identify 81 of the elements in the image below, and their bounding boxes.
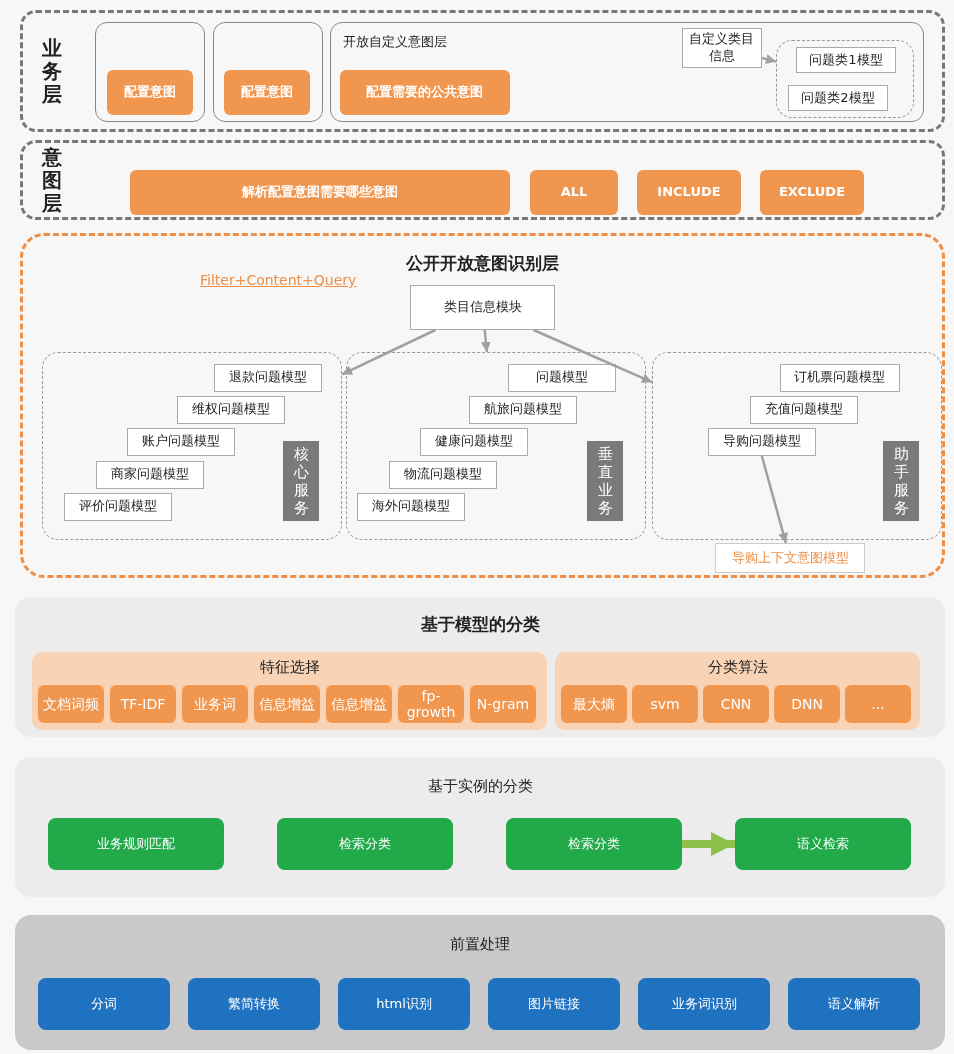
arrow [760, 455, 788, 544]
process-box: 健康问题模型 [419, 427, 528, 456]
process-box: N-gram [470, 685, 536, 723]
arrow [341, 328, 436, 376]
group-box [346, 352, 646, 540]
process-box: 账户问题模型 [126, 427, 235, 456]
layer-title: 意图层 [41, 145, 63, 215]
group-panel [555, 652, 920, 730]
process-box: CNN [703, 685, 769, 723]
process-box: 解析配置意图需要哪些意图 [130, 170, 510, 215]
process-box: 航旅问题模型 [468, 395, 577, 424]
process-box: INCLUDE [637, 170, 741, 215]
process-box: 导购问题模型 [707, 427, 816, 456]
process-box: 配置需要的公共意图 [339, 69, 510, 115]
process-box: 检索分类 [506, 818, 682, 870]
group-box [95, 22, 205, 122]
group-box [652, 352, 942, 540]
process-box: 业务规则匹配 [48, 818, 224, 870]
arrow [761, 54, 777, 64]
layer-band [20, 10, 945, 132]
process-box: 自定义类目信息 [681, 27, 762, 68]
group-title: 特征选择 [258, 658, 321, 677]
process-box: 信息增益 [254, 685, 320, 723]
process-box: 订机票问题模型 [779, 363, 900, 392]
group-box [213, 22, 323, 122]
layer-band [15, 915, 945, 1050]
category-tag: 核心服务 [283, 441, 319, 521]
group-title: 基于模型的分类 [419, 613, 541, 636]
process-box: 检索分类 [277, 818, 453, 870]
group-title: 基于实例的分类 [426, 777, 534, 796]
layer-band [15, 757, 945, 897]
process-box: 问题模型 [507, 363, 616, 392]
process-box: ALL [530, 170, 618, 215]
group-box [775, 39, 914, 118]
group-title: 前置处理 [449, 935, 511, 954]
process-box: 繁简转换 [188, 978, 320, 1030]
group-title: 开放自定义意图层 [343, 33, 447, 51]
process-box: 文档词频 [38, 685, 104, 723]
process-box: html识别 [338, 978, 470, 1030]
process-box: 业务词识别 [638, 978, 770, 1030]
group-title: 分类算法 [706, 658, 769, 677]
process-box: 业务词 [182, 685, 248, 723]
arrow [682, 832, 735, 856]
layer-title: 业务层 [41, 36, 63, 106]
annotation-text: Filter+Content+Query [200, 272, 357, 288]
arrow [533, 328, 653, 384]
group-box [42, 352, 342, 540]
process-box: TF-IDF [110, 685, 176, 723]
category-tag: 垂直业务 [587, 441, 623, 521]
process-box: 评价问题模型 [63, 492, 172, 521]
process-box: DNN [774, 685, 840, 723]
layer-band [20, 233, 945, 578]
process-box: 类目信息模块 [410, 285, 555, 330]
process-box: ... [845, 685, 911, 723]
process-box: 充值问题模型 [749, 395, 858, 424]
process-box: 图片链接 [488, 978, 620, 1030]
process-box: 分词 [38, 978, 170, 1030]
process-box: 维权问题模型 [176, 395, 285, 424]
process-box: 商家问题模型 [95, 460, 204, 489]
layer-band [15, 597, 945, 737]
process-box: 语义检索 [735, 818, 911, 870]
group-title: 公开开放意图识别层 [405, 252, 560, 275]
process-box: 海外问题模型 [356, 492, 465, 521]
process-box: 问题类2模型 [788, 85, 888, 111]
arrow [480, 329, 491, 353]
category-tag: 助手服务 [883, 441, 919, 521]
process-box: svm [632, 685, 698, 723]
process-box: 配置意图 [106, 69, 193, 115]
group-panel [32, 652, 547, 730]
process-box: 导购上下文意图模型 [715, 543, 865, 573]
process-box: 信息增益 [326, 685, 392, 723]
process-box: 配置意图 [223, 69, 310, 115]
process-box: 问题类1模型 [796, 47, 896, 73]
process-box: fp-growth [398, 685, 464, 723]
process-box: 物流问题模型 [388, 460, 497, 489]
layer-band [20, 140, 945, 220]
process-box: 最大熵 [561, 685, 627, 723]
process-box: 退款问题模型 [213, 363, 322, 392]
process-box: 语义解析 [788, 978, 920, 1030]
group-box [330, 22, 924, 122]
process-box: EXCLUDE [760, 170, 864, 215]
